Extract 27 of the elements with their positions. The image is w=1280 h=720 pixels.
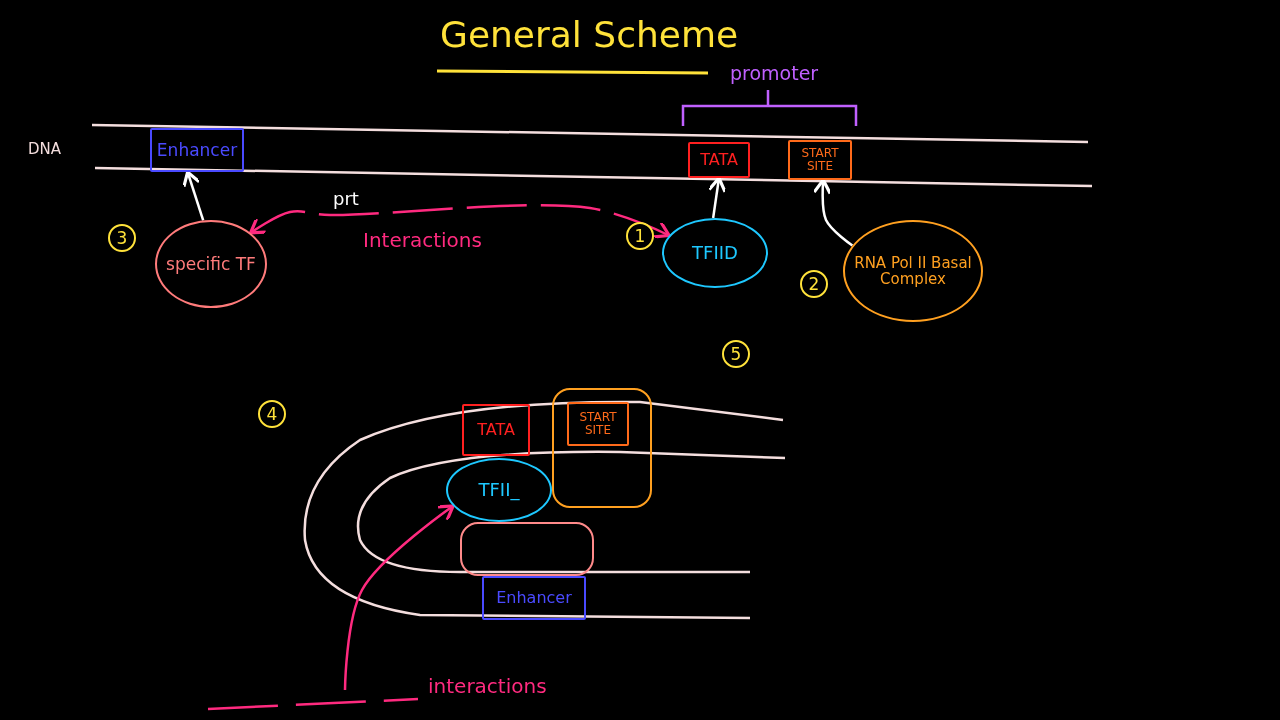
- arrow: [182, 170, 205, 221]
- callout-number: 1: [626, 222, 654, 250]
- protein-blob: specific TF: [155, 220, 267, 308]
- protein-blob: TFII_: [446, 458, 552, 522]
- bracket-label: promoter: [730, 62, 819, 84]
- note: prt: [333, 188, 359, 209]
- protein-blob: TFIID: [662, 218, 768, 288]
- dna-region-box: START SITE: [788, 140, 852, 180]
- protein-blob: RNA Pol II Basal Complex: [843, 220, 983, 322]
- arrow: [707, 176, 727, 219]
- dna-label: DNA: [28, 140, 62, 158]
- note: interactions: [428, 674, 547, 698]
- dna-region-box: Enhancer: [482, 576, 586, 620]
- callout-number: 3: [108, 224, 136, 252]
- callout-number: 4: [258, 400, 286, 428]
- dna-region-box: START SITE: [567, 402, 629, 446]
- protein-blob: [552, 388, 652, 508]
- callout-number: 2: [800, 270, 828, 298]
- arrow: [249, 204, 671, 239]
- callout-number: 5: [722, 340, 750, 368]
- arrow: [343, 504, 455, 691]
- dna-region-box: Enhancer: [150, 128, 244, 172]
- title: General Scheme: [440, 14, 739, 55]
- dna-region-box: TATA: [688, 142, 750, 178]
- arrow: [812, 178, 854, 247]
- dna-region-box: TATA: [462, 404, 530, 456]
- protein-blob: [460, 522, 594, 576]
